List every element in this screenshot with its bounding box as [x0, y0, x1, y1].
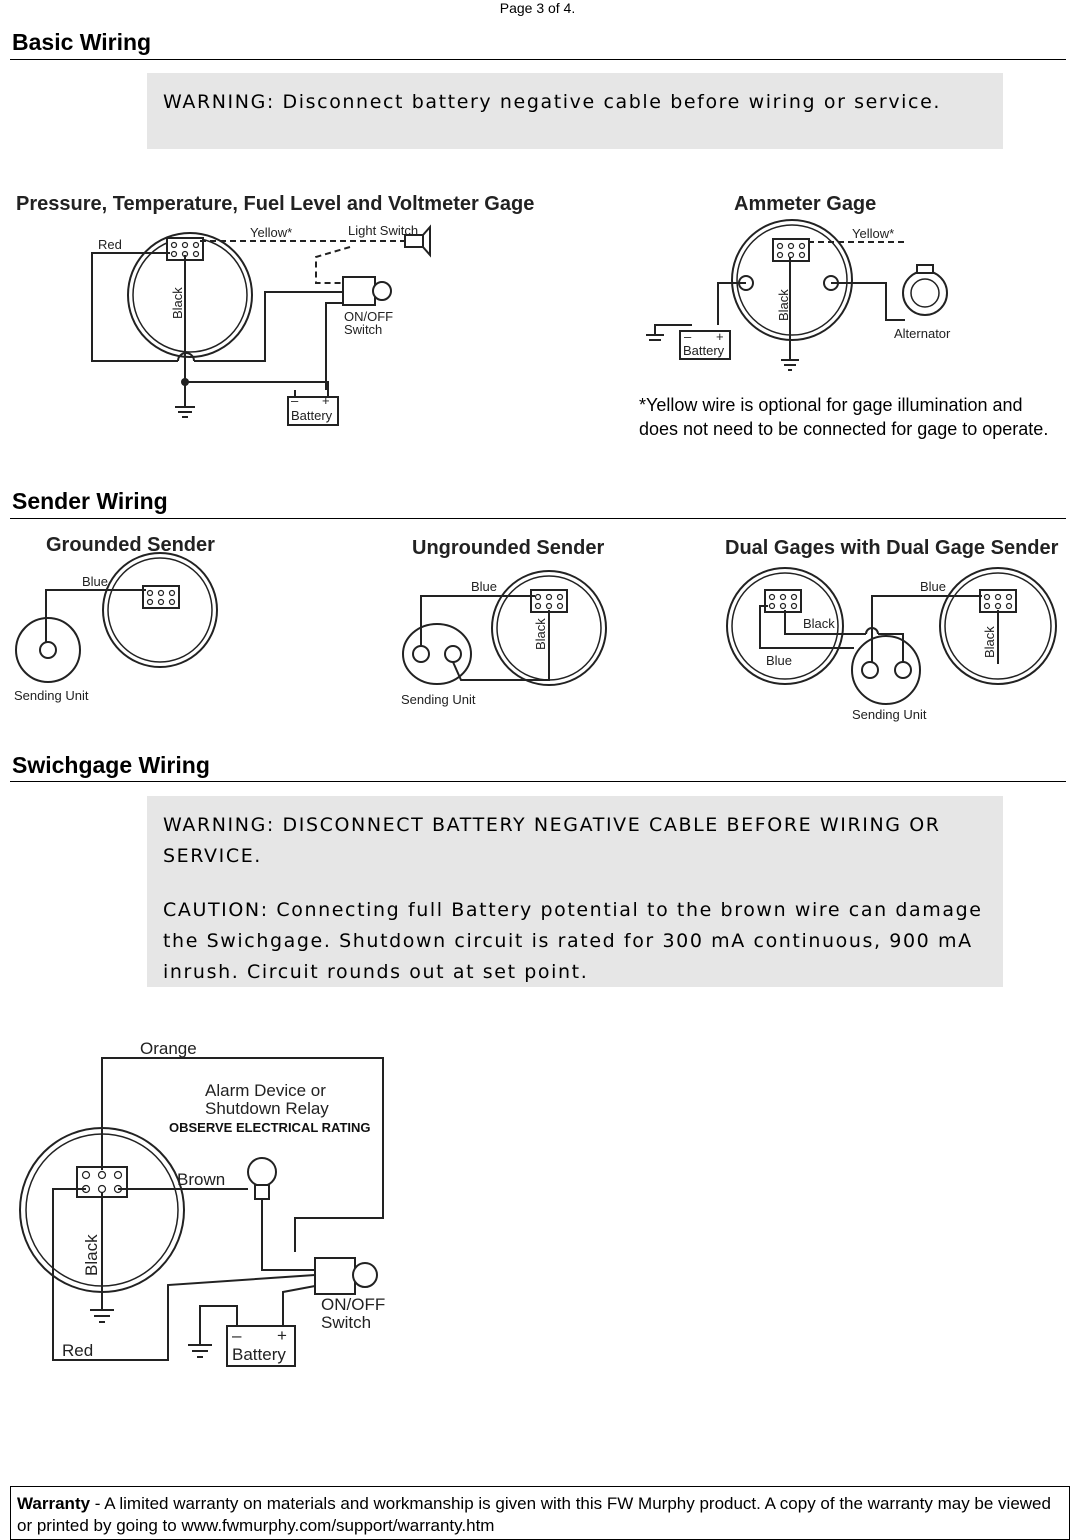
caution-text: CAUTION: Connecting full Battery potenti…	[163, 899, 983, 983]
battery-minus-label: –	[232, 1326, 242, 1345]
alternator	[902, 270, 948, 316]
battery	[226, 1325, 296, 1367]
on-off-switch	[342, 276, 376, 306]
diagram-dual-gages: Dual Gages with Dual Gage Sender Blue Bl…	[725, 537, 1059, 722]
alternator-label: Alternator	[894, 326, 951, 341]
observe-rating-label: OBSERVE ELECTRICAL RATING	[169, 1120, 371, 1135]
warning-box-basic: WARNING: Disconnect battery negative cab…	[147, 73, 1003, 149]
gage-circle	[127, 232, 253, 358]
alarm-bulb-icon	[247, 1157, 277, 1187]
wire-label-red: Red	[98, 237, 122, 252]
sending-unit-label: Sending Unit	[401, 692, 476, 707]
section-title-swichgage-wiring: Swichgage Wiring	[12, 752, 210, 778]
diagram-ammeter-gage: Ammeter Gage – + Battery Yellow* Yellow*…	[646, 193, 951, 371]
on-off-label: ON/OFF	[344, 309, 393, 324]
diagram-title: Ammeter Gage	[734, 193, 876, 215]
on-off-label: ON/OFF	[321, 1295, 385, 1314]
sending-unit-label: Sending Unit	[852, 707, 927, 722]
wire-label-blue: Blue	[766, 653, 792, 668]
light-switch-label: Light Switch	[348, 223, 418, 238]
warning-text: WARNING: DISCONNECT BATTERY NEGATIVE CAB…	[163, 814, 941, 867]
sending-unit-label: Sending Unit	[14, 688, 89, 703]
wire-label-red: Red	[62, 1341, 93, 1360]
wire-label-blue: Blue	[471, 579, 497, 594]
section-rule	[10, 59, 1066, 60]
battery	[679, 330, 731, 360]
wire-label-black: Black	[170, 287, 185, 319]
battery	[287, 396, 339, 426]
diagram-title: Dual Gages with Dual Gage Sender	[725, 537, 1059, 559]
diagram-basic-gage-wiring: Pressure, Temperature, Fuel Level and Vo…	[16, 193, 534, 426]
section-title-sender-wiring: Sender Wiring	[12, 488, 168, 514]
warning-text: WARNING: Disconnect battery negative cab…	[163, 91, 942, 113]
wire-label-black: Black	[982, 626, 997, 658]
battery-label: Battery	[291, 408, 333, 423]
section-title-basic-wiring: Basic Wiring	[12, 29, 152, 55]
diagram-ungrounded-sender: Ungrounded Sender Blue Black Sending Uni…	[401, 537, 607, 707]
diagram-title: Pressure, Temperature, Fuel Level and Vo…	[16, 193, 534, 215]
diagram-title: Grounded Sender	[46, 534, 215, 556]
wire-label-black: Black	[803, 616, 835, 631]
switch-label: Switch	[321, 1313, 371, 1332]
wire-label-black: Black	[82, 1234, 101, 1276]
battery-label: Battery	[683, 343, 725, 358]
section-rule	[10, 781, 1066, 782]
diagram-title: Ungrounded Sender	[412, 537, 604, 559]
wire-label-blue: Blue	[920, 579, 946, 594]
ammeter-gage-circle	[731, 219, 853, 341]
wire-label-yellow: Yellow*	[250, 225, 292, 240]
wire-label-brown: Brown	[177, 1170, 225, 1189]
diagram-grounded-sender: Grounded Sender Blue Sending Unit	[14, 534, 218, 703]
alarm-label-line2: Shutdown Relay	[205, 1099, 329, 1118]
wire-label-yellow: Yellow*	[852, 226, 894, 241]
battery-minus-label: –	[684, 329, 692, 344]
wire-label-black: Black	[776, 289, 791, 321]
wire-label-blue: Blue	[82, 574, 108, 589]
gage-circle	[102, 552, 218, 668]
warning-box-swichgage: WARNING: DISCONNECT BATTERY NEGATIVE CAB…	[147, 796, 1003, 987]
battery-minus-label: –	[291, 393, 299, 408]
battery-plus-label: +	[716, 329, 724, 344]
page-number: Page 3 of 4.	[499, 0, 576, 16]
wire-label-orange: Orange	[140, 1039, 197, 1058]
on-off-switch	[314, 1257, 356, 1295]
battery-label: Battery	[232, 1345, 286, 1364]
yellow-wire-note: *Yellow wire is optional for gage illumi…	[639, 395, 1049, 439]
battery-plus-label: +	[322, 393, 330, 408]
wire-label-black: Black	[533, 618, 548, 650]
diagram-swichgage: Orange Alarm Device or Shutdown Relay OB…	[19, 1039, 385, 1367]
alarm-label-line1: Alarm Device or	[205, 1081, 326, 1100]
switch-label: Switch	[344, 322, 382, 337]
battery-plus-label: +	[277, 1326, 287, 1345]
warranty-box: Warranty - A limited warranty on materia…	[10, 1486, 1070, 1540]
warranty-label: Warranty	[17, 1494, 91, 1513]
section-rule	[10, 518, 1066, 519]
warranty-text: - A limited warranty on materials and wo…	[17, 1494, 1051, 1535]
